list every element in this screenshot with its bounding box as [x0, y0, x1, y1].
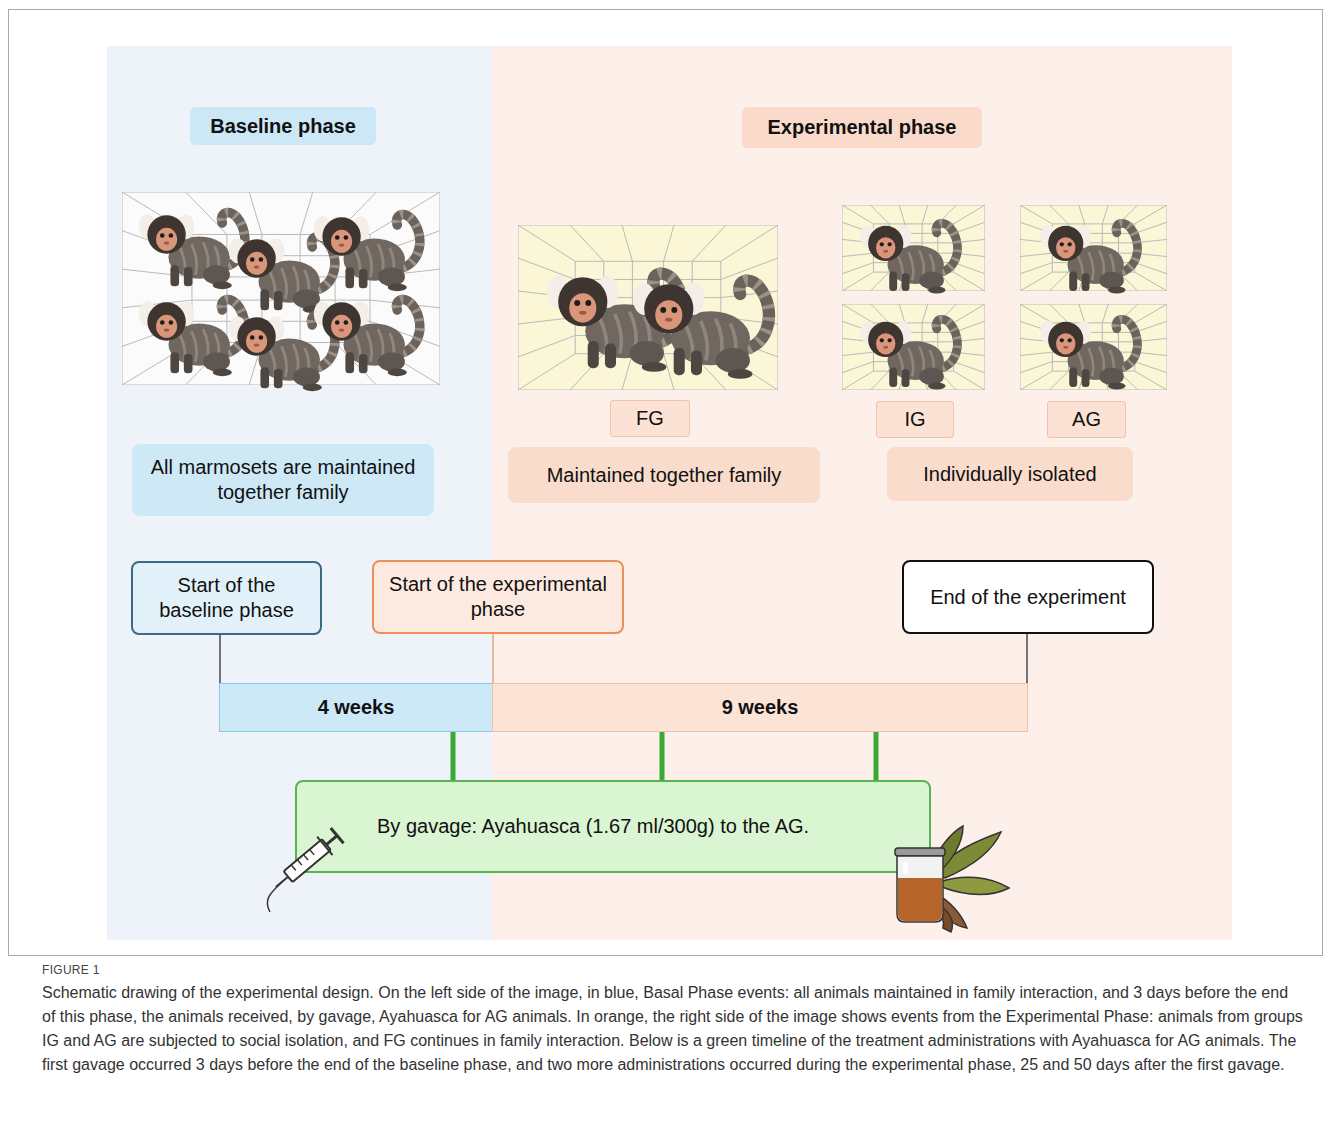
label-box: End of the experiment	[902, 560, 1154, 634]
node-text: FG	[636, 406, 664, 431]
node-text: Start of the experimental phase	[386, 572, 610, 622]
label-box: FG	[610, 400, 690, 437]
node-text: Experimental phase	[768, 115, 957, 140]
label-box: By gavage: Ayahuasca (1.67 ml/300g) to t…	[295, 780, 931, 873]
node-text: 4 weeks	[318, 695, 395, 720]
label-box: AG	[1047, 401, 1126, 438]
timeline-connector	[451, 732, 456, 780]
timeline-connector	[660, 732, 665, 780]
label-box: 4 weeks	[219, 683, 493, 732]
node-text: All marmosets are maintained together fa…	[145, 455, 421, 505]
node-text: End of the experiment	[930, 585, 1126, 610]
label-box: Start of the baseline phase	[131, 561, 322, 635]
node-text: Individually isolated	[923, 462, 1096, 487]
node-text: Maintained together family	[547, 463, 782, 488]
node-text: 9 weeks	[722, 695, 799, 720]
isolation-rooms	[842, 205, 1167, 390]
label-box: All marmosets are maintained together fa…	[132, 444, 434, 516]
timeline-connector	[874, 732, 879, 780]
label-box: Individually isolated	[887, 447, 1133, 501]
label-box: 9 weeks	[492, 683, 1028, 732]
node-text: Start of the baseline phase	[145, 573, 308, 623]
node-text: AG	[1072, 407, 1101, 432]
label-box: IG	[876, 401, 954, 438]
timeline-connector	[492, 634, 494, 683]
timeline-connector	[219, 635, 221, 683]
node-text: Baseline phase	[210, 114, 356, 139]
node-text: IG	[904, 407, 925, 432]
family-room	[518, 225, 778, 390]
baseline-room	[122, 192, 440, 391]
label-box: Experimental phase	[742, 107, 982, 148]
timeline-connector	[1026, 634, 1028, 683]
figure-number: FIGURE 1	[42, 963, 100, 977]
label-box: Start of the experimental phase	[372, 560, 624, 634]
figure-caption: Schematic drawing of the experimental de…	[42, 981, 1304, 1077]
node-text: By gavage: Ayahuasca (1.67 ml/300g) to t…	[377, 814, 809, 839]
label-box: Baseline phase	[190, 107, 376, 145]
label-box: Maintained together family	[508, 447, 820, 503]
figure-frame	[9, 10, 1323, 956]
